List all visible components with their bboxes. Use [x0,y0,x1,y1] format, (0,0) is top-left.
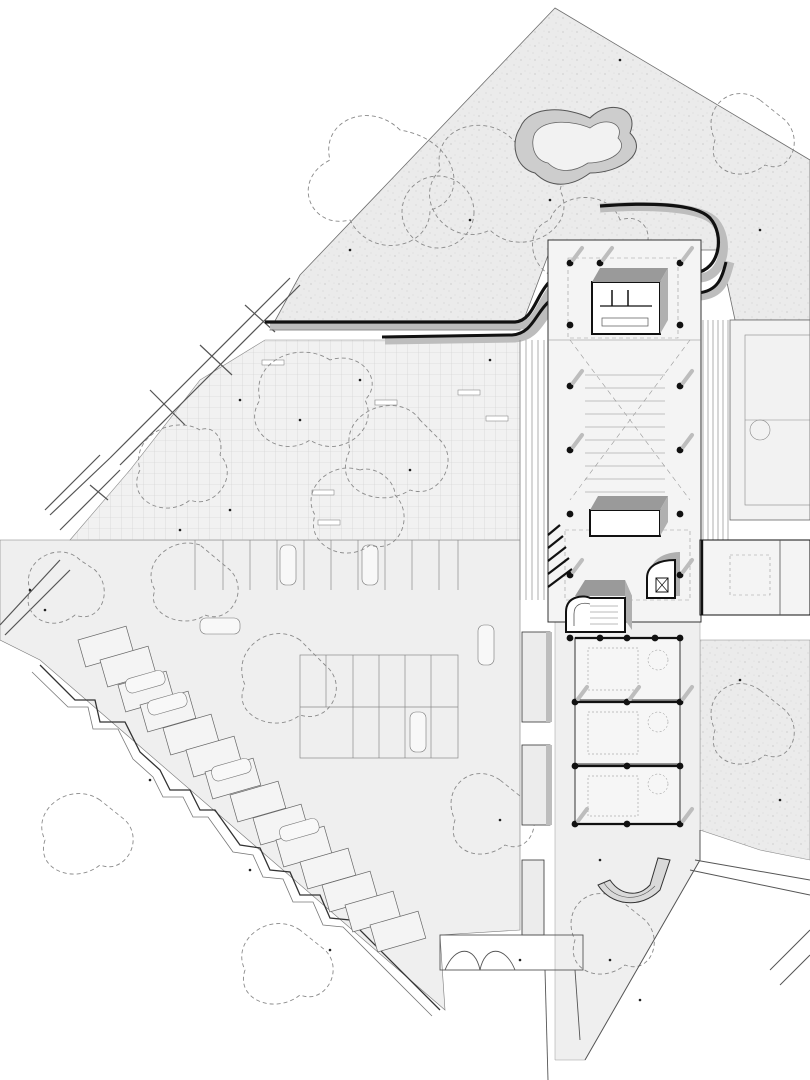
plaza-bench [485,415,509,422]
seating-area [585,374,665,493]
column [623,762,631,770]
curved-stair [597,857,671,904]
east-road [584,830,810,1061]
plaza-bench [457,389,481,396]
kiosk-block [589,509,661,537]
column [566,510,574,518]
column [651,634,659,642]
planter [521,631,551,723]
column [566,321,574,329]
west-boundary [0,277,301,636]
column [623,820,631,828]
module-furniture [587,647,669,817]
parking-grid-lower [299,654,459,759]
stair-hatch [547,524,573,588]
module [574,765,681,825]
parking-bay [229,780,287,823]
pond [514,106,637,185]
southwest-ground [0,539,521,1011]
tiled-plaza [69,339,521,541]
planters [521,631,552,936]
elevator-core [646,552,680,599]
column [676,762,684,770]
car [361,544,379,586]
south-entry [439,934,584,1080]
plaza-bench [311,489,335,496]
column [676,510,684,518]
classroom-modules [574,636,681,826]
column [676,634,684,642]
plaza-bench [374,399,398,406]
planter [521,859,545,936]
pavilion [547,239,702,633]
stair-core [565,580,632,633]
sports-court [729,319,810,521]
module [574,701,681,765]
plaza-bench [261,359,285,366]
column [571,762,579,770]
stepped-wall [31,664,441,1017]
plaza-paving [69,339,521,541]
car [279,818,320,842]
column [566,634,574,642]
east-room [699,539,810,616]
parked-cars-angled [125,670,320,842]
west-steps [519,340,545,600]
column [676,321,684,329]
column [596,634,604,642]
parking-bay [369,910,427,953]
car [211,758,252,782]
planter [521,744,551,826]
tree-dots [28,58,782,1002]
parked-cars-lot [199,544,495,753]
car [279,544,297,586]
plaza-bench [317,519,341,526]
car [409,711,427,753]
module [574,637,681,701]
car [477,624,495,666]
car [125,670,166,694]
column [623,634,631,642]
car [199,617,241,635]
column-shadows [571,246,694,823]
parking-grid-upper [194,540,459,590]
east-lawn [699,639,810,861]
car [147,692,188,716]
